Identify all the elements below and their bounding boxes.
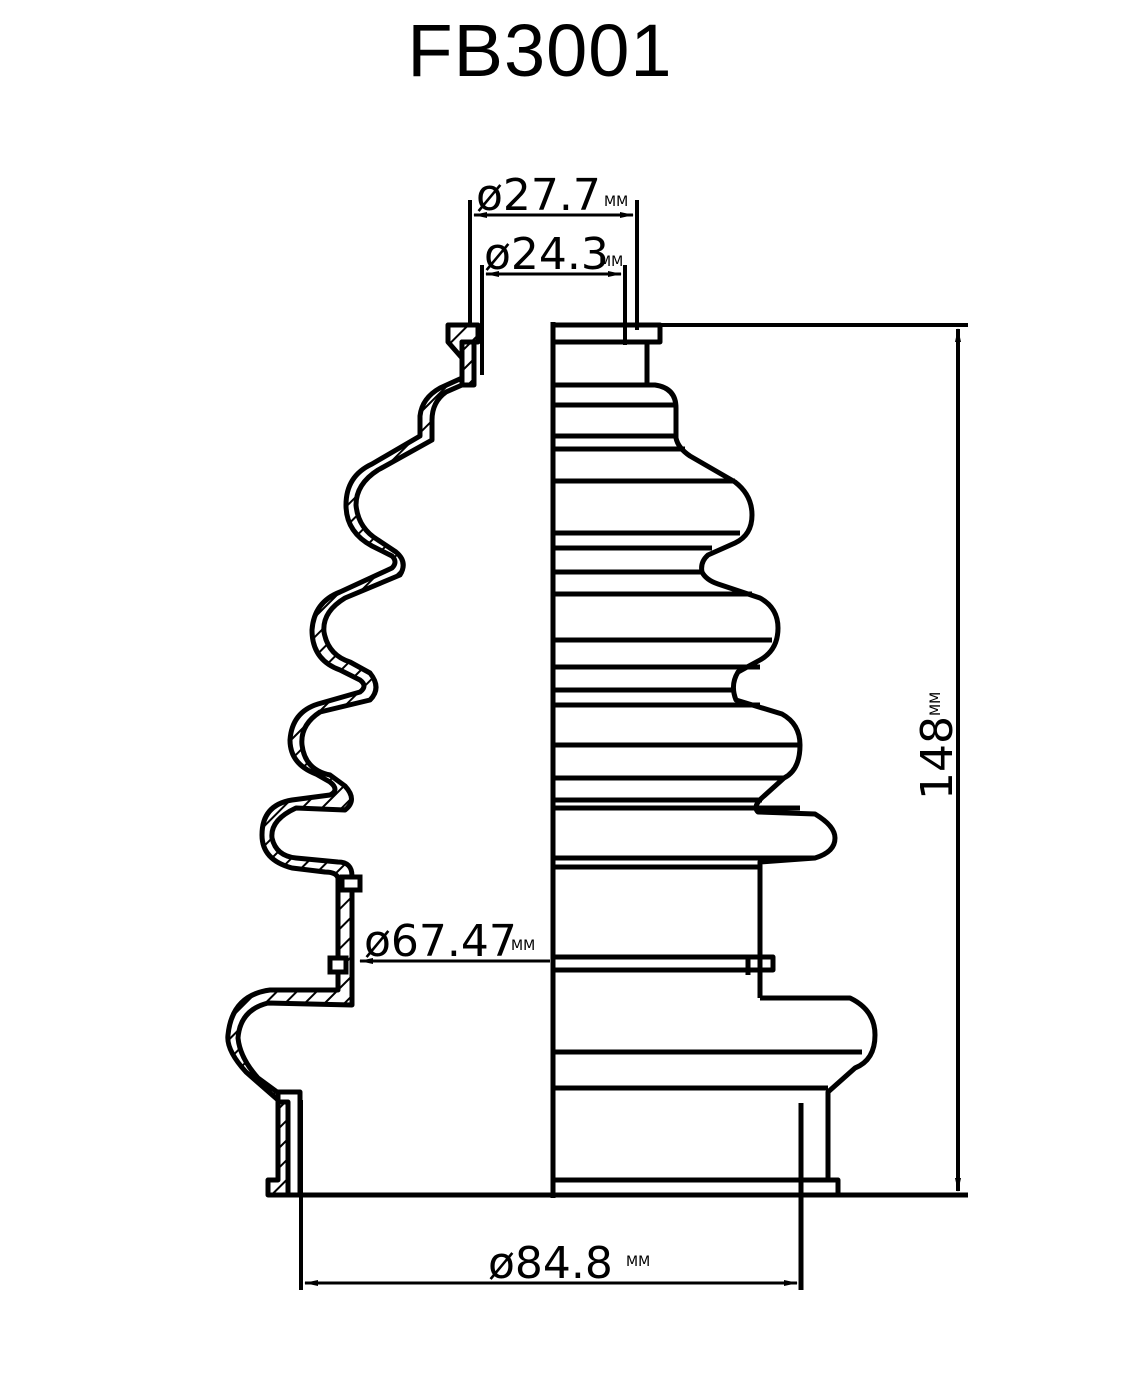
dimension-overall-height — [555, 323, 968, 1197]
bottom-diameter-value: ø84.8 — [488, 1238, 613, 1289]
dimension-top-inner-diameter — [480, 265, 627, 375]
overall-height-unit: MM — [928, 692, 944, 716]
mid-diameter-unit: MM — [511, 938, 535, 954]
top-outer-diameter-unit: MM — [604, 194, 628, 210]
dimension-top-outer-diameter — [468, 200, 639, 330]
bottom-diameter-unit: MM — [626, 1254, 650, 1270]
band-notches — [327, 874, 363, 975]
part-number-title: FB3001 — [407, 9, 673, 92]
mid-diameter-value: ø67.47 — [364, 916, 517, 967]
boot-section-wall — [225, 322, 481, 1198]
bellow-ring-lines — [553, 382, 862, 1091]
dimension-bottom-diameter — [299, 1100, 798, 1290]
overall-height-value: 148 — [912, 716, 963, 800]
top-outer-diameter-value: ø27.7 — [476, 170, 601, 221]
top-inner-diameter-value: ø24.3 — [484, 229, 609, 280]
top-inner-diameter-unit: MM — [599, 254, 623, 270]
